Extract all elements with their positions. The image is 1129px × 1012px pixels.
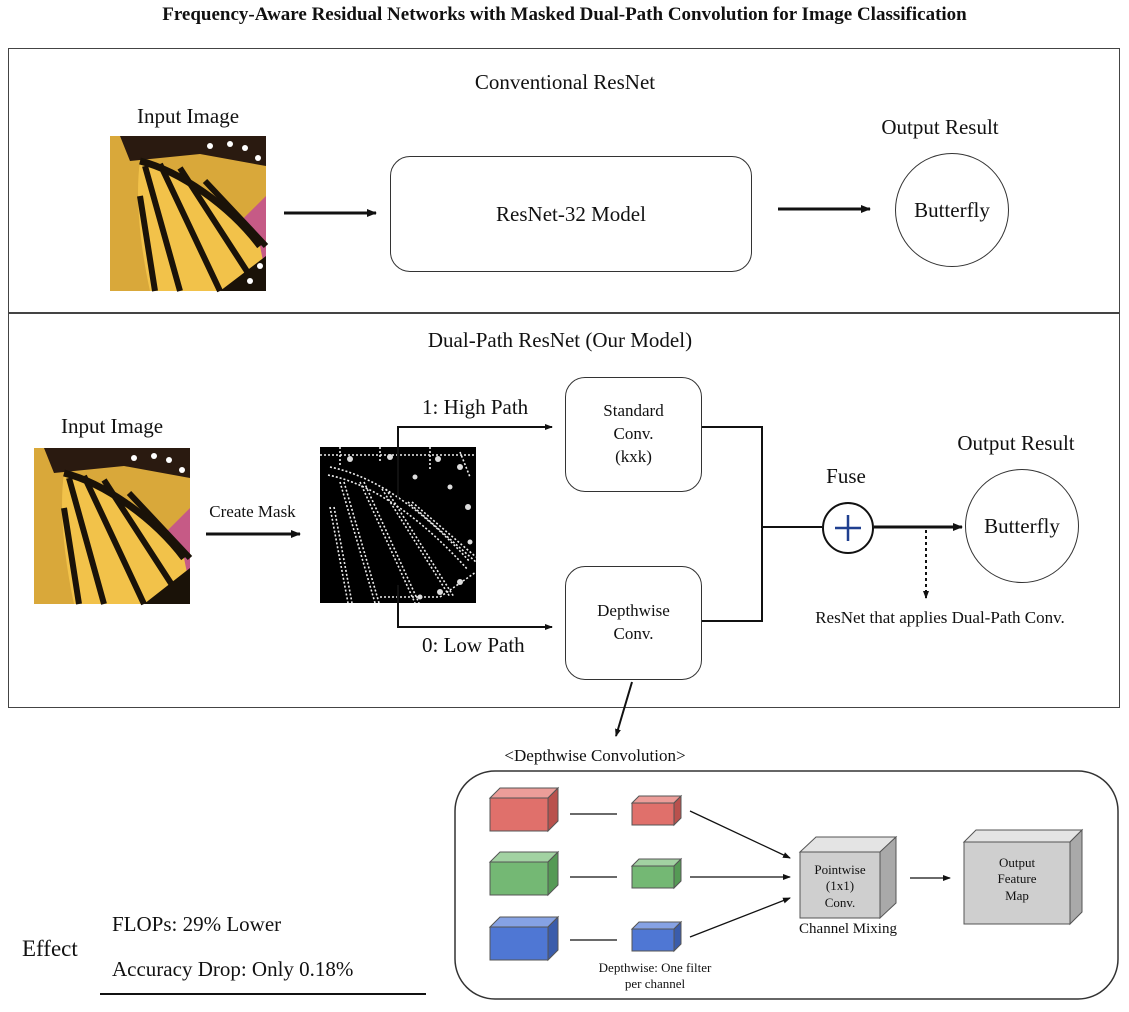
plus-icon (835, 515, 861, 541)
depthwise-detail-heading: <Depthwise Convolution> (504, 746, 686, 765)
filter-blue-cube (630, 920, 683, 953)
dual-output-value: Butterfly (984, 513, 1060, 538)
standard-conv-box: Standard Conv. (kxk) (565, 377, 702, 492)
input-channel-green-cube (488, 850, 560, 897)
conventional-panel (8, 48, 1120, 314)
figure-title: Frequency-Aware Residual Networks with M… (162, 4, 967, 25)
pointwise-conv-label: Pointwise (1x1) Conv. (800, 862, 880, 911)
depthwise-note-line-1: Depthwise: One filter (598, 960, 712, 975)
conventional-input-image (110, 136, 269, 293)
conventional-output-label: Output Result (881, 115, 999, 139)
filter-green-cube (630, 857, 683, 890)
fuse-label: Fuse (826, 464, 866, 488)
standard-conv-line-3: (kxk) (615, 446, 652, 466)
output-map-line-3: Map (1005, 887, 1029, 903)
low-path-label: 0: Low Path (422, 633, 525, 657)
channel-mixing-label: Channel Mixing (799, 921, 897, 937)
standard-conv-line-2: Conv. (613, 424, 654, 444)
resnet-model-box: ResNet-32 Model (390, 156, 752, 272)
effect-flops: FLOPs: 29% Lower (112, 912, 282, 936)
high-path-line (397, 424, 553, 500)
dual-path-note: ResNet that applies Dual-Path Conv. (815, 608, 1065, 627)
depthwise-conv-box: Depthwise Conv. (565, 566, 702, 680)
effect-accuracy: Accuracy Drop: Only 0.18% (112, 957, 354, 981)
conventional-heading: Conventional ResNet (474, 70, 656, 94)
dual-heading: Dual-Path ResNet (Our Model) (427, 328, 693, 352)
dual-output-label: Output Result (957, 431, 1075, 455)
pointwise-conv-cube (798, 835, 898, 920)
depthwise-conv-line-2: Conv. (613, 624, 654, 643)
output-feature-map-cube (962, 828, 1084, 926)
effect-label: Effect (22, 936, 78, 961)
dual-input-image (34, 448, 193, 606)
pointwise-line-2: (1x1) (825, 878, 855, 894)
resnet-model-label: ResNet-32 Model (496, 201, 646, 226)
create-mask-label: Create Mask (209, 502, 296, 521)
conventional-output-value: Butterfly (914, 197, 990, 222)
depthwise-note-line-2: per channel (624, 976, 686, 992)
conventional-output-circle: Butterfly (895, 153, 1009, 267)
input-channel-red-cube (488, 786, 560, 833)
output-feature-map-label: Output Feature Map (964, 855, 1070, 904)
dual-path-panel (8, 312, 1120, 708)
output-map-line-2: Feature (997, 871, 1037, 887)
output-map-line-1: Output (998, 855, 1036, 870)
depthwise-note: Depthwise: One filter per channel (570, 960, 740, 993)
pointwise-line-1: Pointwise (814, 862, 866, 877)
input-channel-blue-cube (488, 915, 560, 962)
dual-output-circle: Butterfly (965, 469, 1079, 583)
conventional-input-label: Input Image (136, 104, 240, 128)
dual-input-label: Input Image (60, 414, 164, 438)
depthwise-conv-line-1: Depthwise (597, 601, 670, 621)
depthwise-detail-box (454, 770, 1119, 1000)
pointwise-line-3: Conv. (824, 894, 856, 910)
arrow-to-depthwise-detail (615, 681, 633, 737)
filter-red-cube (630, 794, 683, 827)
high-path-label: 1: High Path (422, 395, 529, 419)
low-path-line (397, 585, 553, 630)
fuse-plus-icon (822, 502, 874, 554)
merge-bracket (702, 426, 763, 622)
standard-conv-line-1: Standard (603, 401, 664, 421)
